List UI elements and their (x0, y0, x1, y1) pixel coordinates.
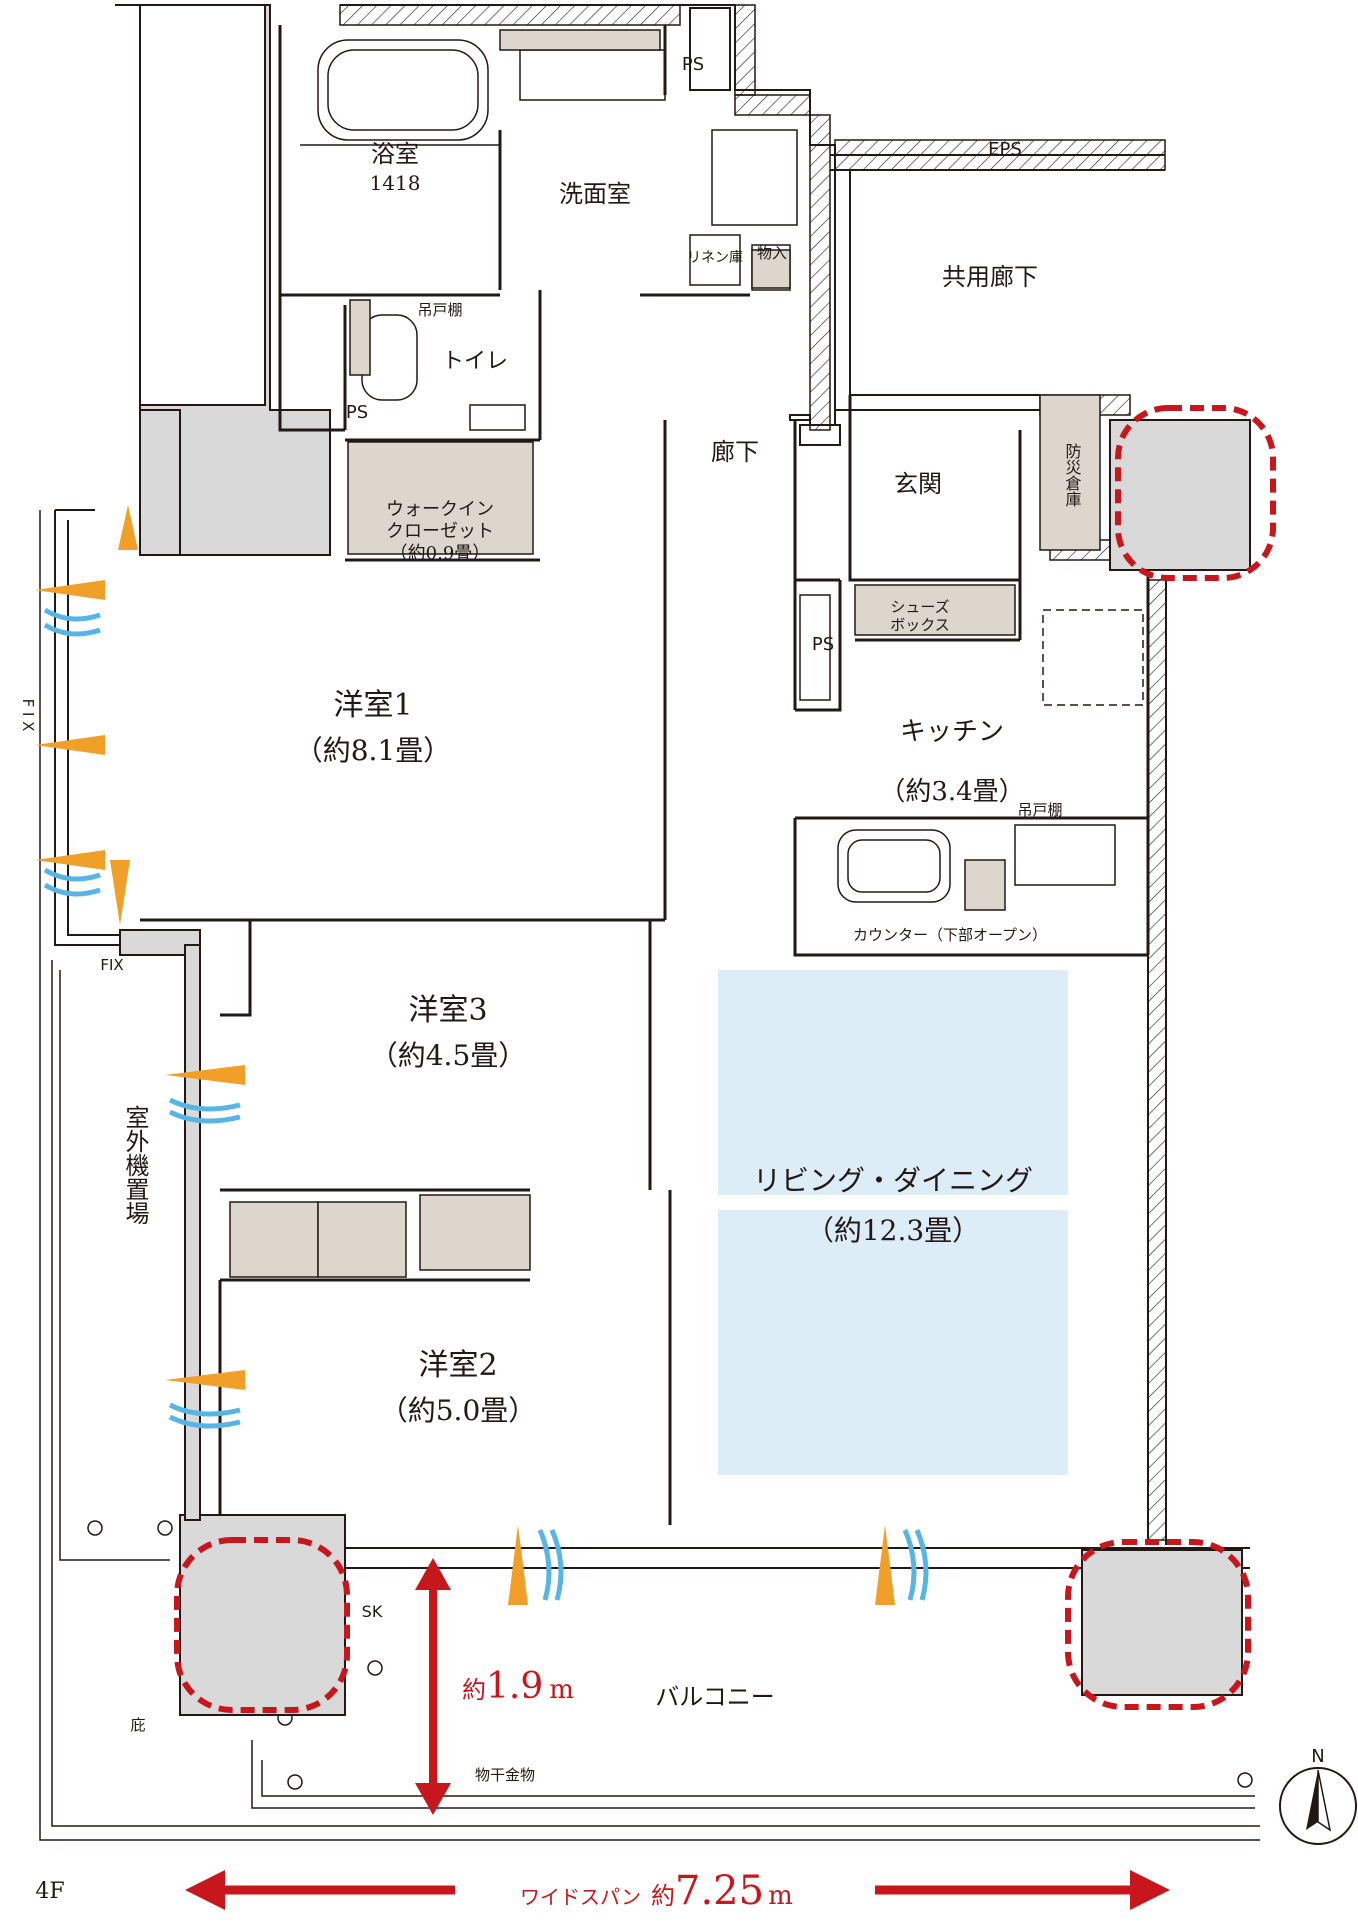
wic-label-1: ウォークイン (386, 499, 494, 520)
depth-unit: m (549, 1675, 574, 1705)
airflow-arrows (35, 505, 929, 1605)
entrance-label: 玄関 (894, 470, 942, 498)
balcony-label: バルコニー (655, 1683, 775, 1711)
outdoor-unit-label: 室外機置場 (121, 1105, 149, 1225)
fix-label: FIX (100, 956, 123, 974)
hanging-shelf-toilet: 吊戸棚 (417, 301, 462, 319)
ps-label-toilet: PS (346, 402, 368, 423)
room-labels: 浴室 1418 洗面室 トイレ 廊下 共用廊下 玄関 ウォークイン クローゼット… (121, 140, 1038, 1711)
western2-label: 洋室2 (418, 1348, 497, 1383)
living-size: （約12.3畳） (806, 1214, 980, 1247)
shoe-box-label-2: ボックス (890, 616, 950, 634)
floor-label: 4F (35, 1879, 64, 1904)
western1-label: 洋室1 (333, 688, 412, 723)
depth-value: 1.9 (486, 1666, 543, 1707)
western3-size: （約4.5畳） (370, 1039, 527, 1072)
hanging-shelf-kitchen: 吊戸棚 (1017, 801, 1062, 819)
columns (119, 419, 1251, 1716)
counter-label: カウンター（下部オープン） (853, 926, 1047, 944)
common-corridor-label: 共用廊下 (942, 263, 1038, 291)
sk-label: SK (362, 1602, 383, 1621)
toilet-label: トイレ (442, 349, 508, 374)
fixture-labels: PS EPS PS PS リネン庫 物入 吊戸棚 吊戸棚 シューズ ボックス 防… (19, 54, 1325, 1904)
ps-label-kitchen: PS (812, 634, 834, 655)
corridor-label: 廊下 (711, 438, 759, 466)
western3-label: 洋室3 (408, 993, 487, 1028)
span-value: 7.25 (675, 1868, 764, 1914)
western2-size: （約5.0畳） (380, 1394, 537, 1427)
fix-vertical-label: F I X (19, 699, 37, 732)
depth-prefix: 約 (462, 1676, 486, 1704)
storage-label: 物入 (757, 244, 787, 262)
western1-size: （約8.1畳） (295, 734, 452, 767)
bath-size: 1418 (370, 171, 421, 195)
dimension-arrows (185, 1558, 1170, 1910)
ps-label-top: PS (682, 54, 704, 75)
north-compass (1279, 1767, 1357, 1845)
shoe-box-label-1: シューズ (890, 598, 949, 616)
span-approx: 約 (651, 1882, 675, 1910)
balcony-outline (39, 510, 1260, 1841)
thin-lines (300, 39, 1144, 903)
laundry-label: 物干金物 (475, 1766, 535, 1784)
span-prefix: ワイドスパン (520, 1885, 641, 1909)
kitchen-size: （約3.4畳） (879, 777, 1024, 807)
wic-label-2: クローゼット (386, 521, 494, 542)
eaves-label: 庇 (130, 1716, 145, 1734)
hatched-fills (339, 4, 1167, 1541)
column-markers (174, 405, 1276, 1713)
structural-shaft (115, 4, 331, 556)
linen-label: リネン庫 (687, 249, 743, 266)
eps-label: EPS (988, 139, 1022, 160)
washroom-label: 洗面室 (559, 180, 631, 208)
disaster-storage-label: 防災倉庫 (1063, 443, 1082, 507)
kitchen-label: キッチン (900, 717, 1004, 747)
span-unit: m (768, 1881, 793, 1911)
living-label: リビング・ダイニング (753, 1164, 1033, 1197)
wic-size: （約0.9畳） (390, 543, 491, 564)
storage-blocks (229, 29, 1101, 1278)
bath-label: 浴室 (371, 140, 419, 168)
living-highlight (718, 970, 1068, 1475)
compass-label: N (1311, 1746, 1324, 1767)
